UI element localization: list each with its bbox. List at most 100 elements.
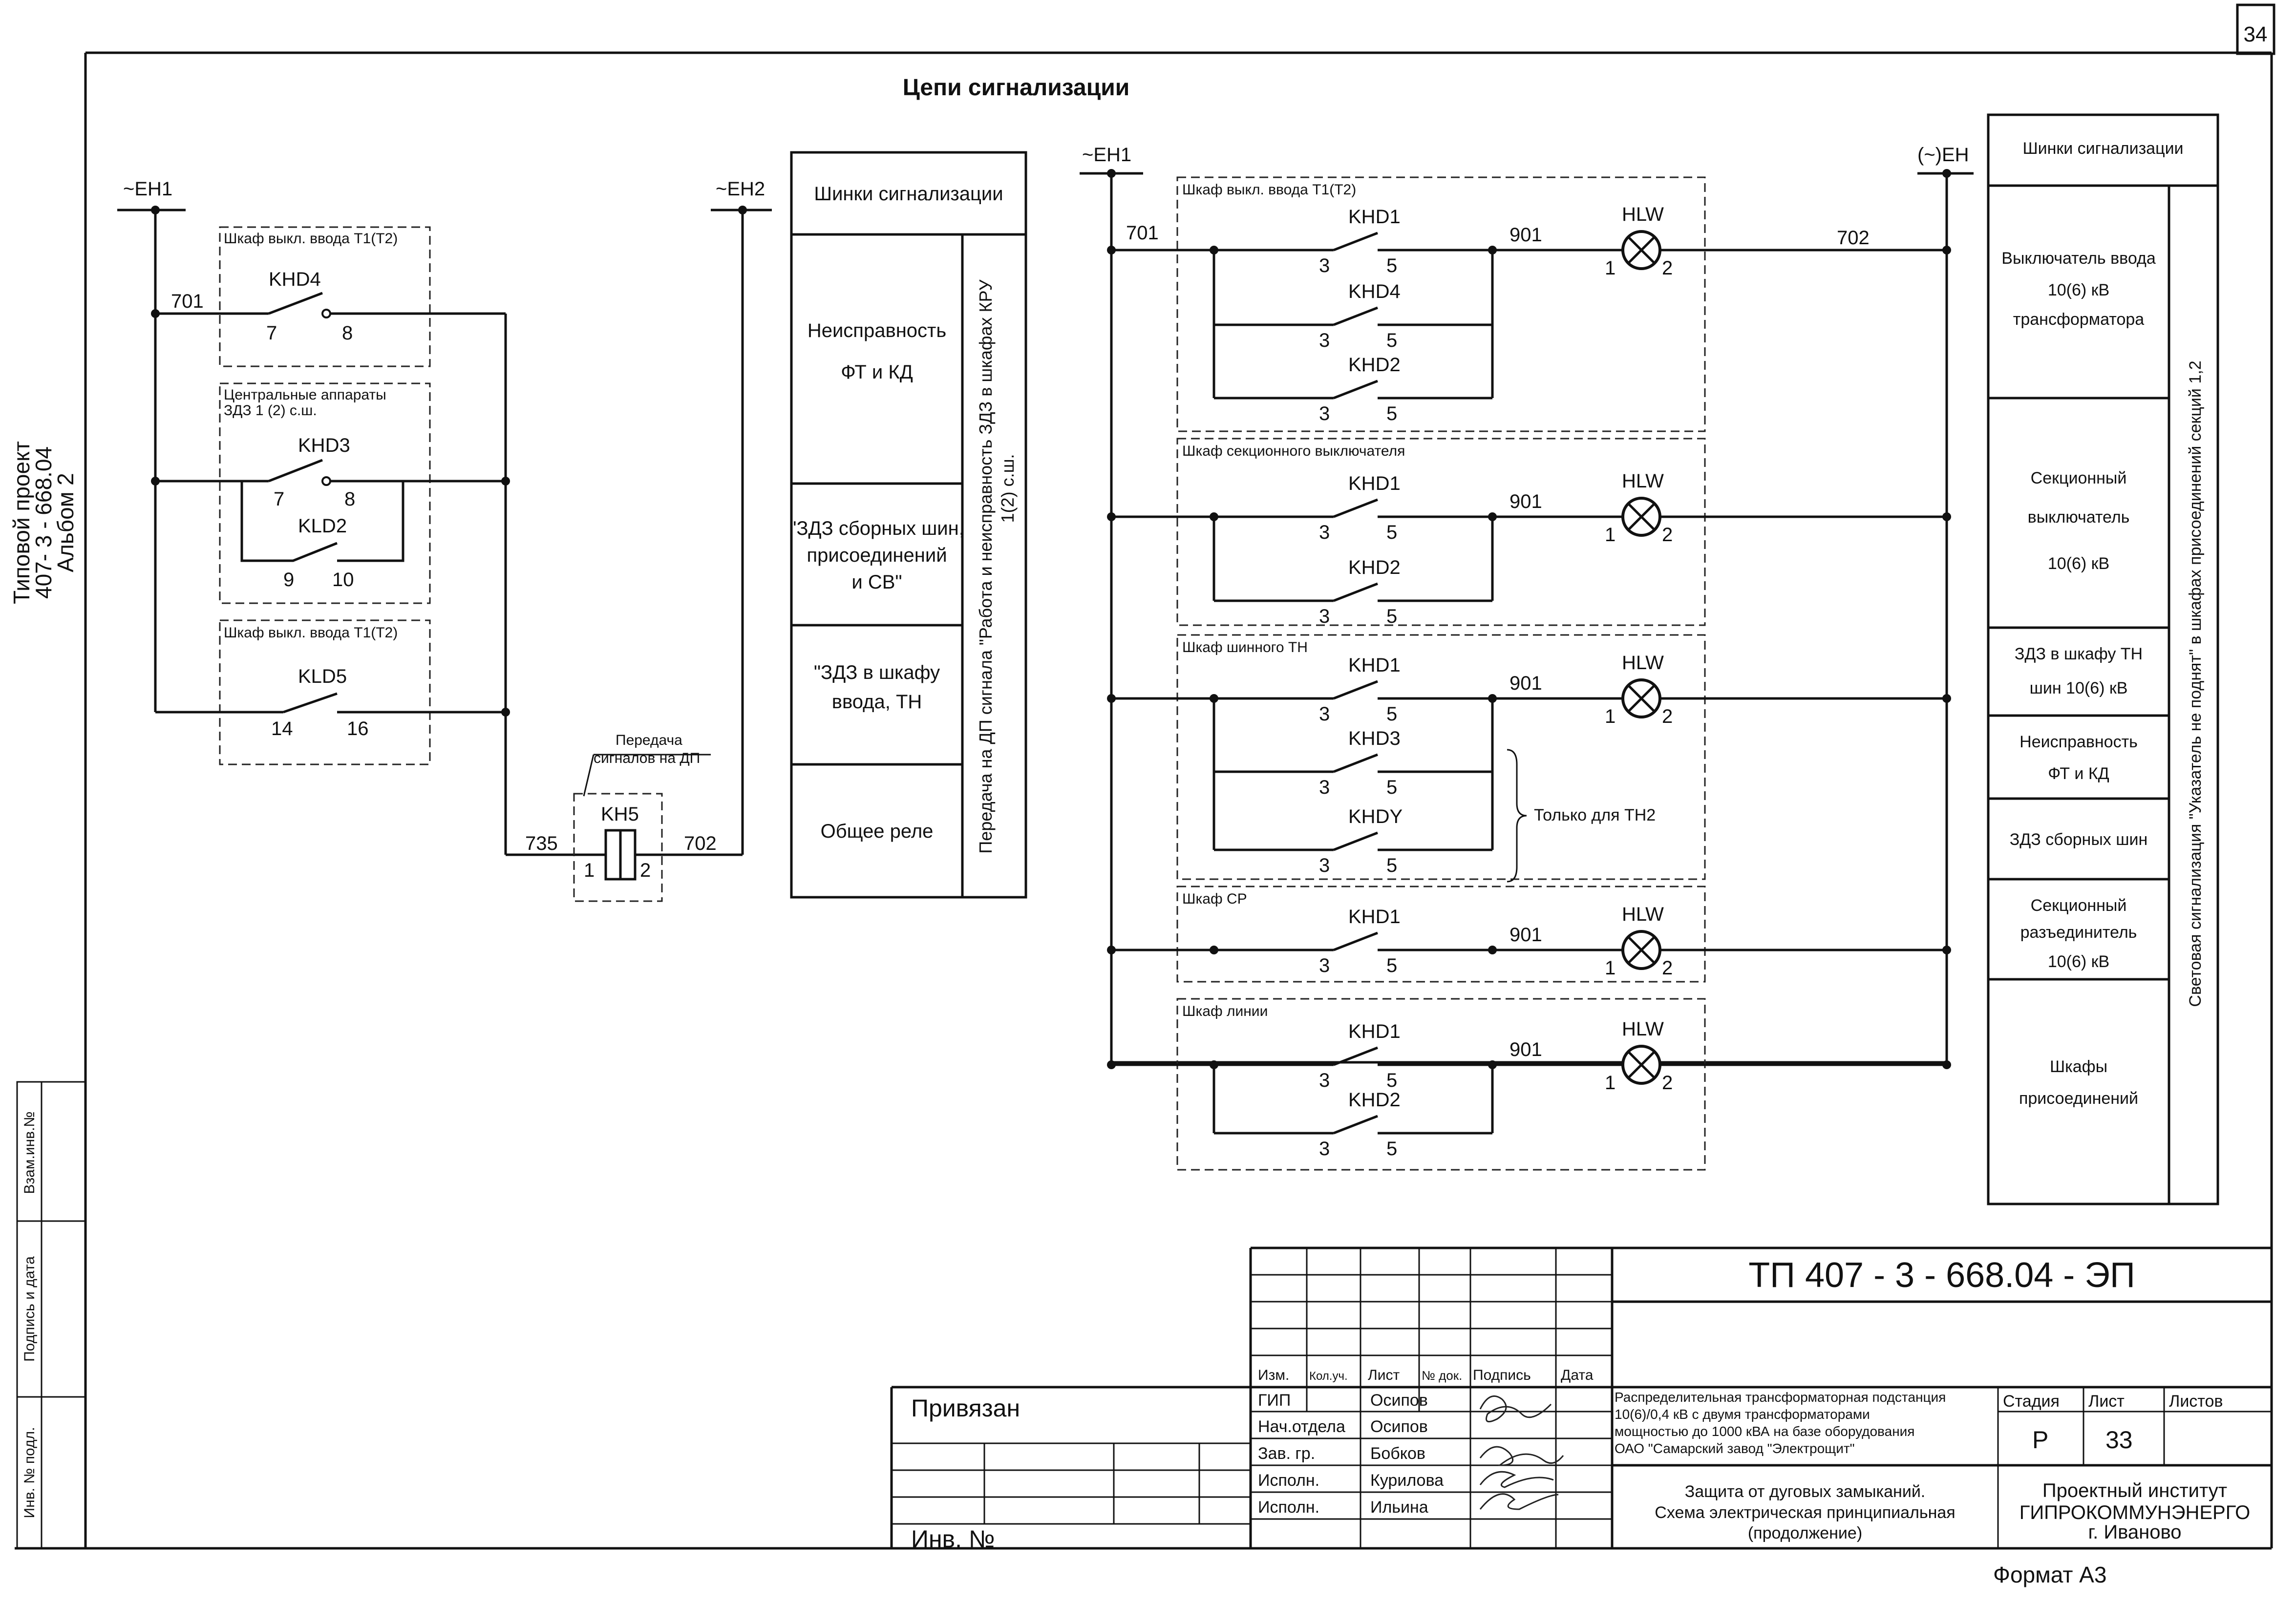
side-project-line2: 407- 3 - 668.04 [31,446,56,599]
right-wire-702: 702 [1837,227,1870,249]
stamp-inst3: г. Иваново [2088,1521,2181,1543]
left-bus2-label: ~ЕН2 [716,178,765,200]
left-box3-contact: KLD5 [298,666,347,687]
cabinet-box-title: Шкаф выкл. ввода Т1(Т2) [1182,182,1356,198]
contact-label: KHD2 [1348,1089,1401,1111]
left-box2 [219,382,431,604]
right-table-row1-l1: Выключатель ввода [2001,249,2156,268]
contact-pin5: 5 [1386,522,1397,543]
left-box2-c2p2: 10 [332,569,354,591]
contact-pin3: 3 [1319,703,1330,725]
left-box1-p1: 7 [266,322,277,344]
stamp-col-data: Дата [1561,1367,1594,1383]
relay-p1: 1 [584,860,595,881]
right-table-row6-l3: 10(6) кВ [2048,952,2109,971]
lamp-pin2: 2 [1662,706,1673,727]
left-box3-title: Шкаф выкл. ввода Т1(Т2) [224,625,398,641]
cabinet-box-title: Шкаф СР [1182,891,1247,907]
left-box2-c2p1: 9 [283,569,294,591]
contact-pin3: 3 [1319,606,1330,627]
right-circuit: ~ЕН1 (~)ЕН 701 702 [1080,144,1974,1064]
right-wire-701: 701 [1126,222,1159,244]
right-table-row2-l3: 10(6) кВ [2048,554,2109,573]
left-table-row2-l2: присоединений [807,545,947,566]
contact-pin3: 3 [1319,330,1330,351]
diagram-title: Цепи сигнализации [903,75,1130,101]
stamp-desc2: 10(6)/0,4 кВ с двумя трансформаторами [1615,1407,1870,1422]
left-box1 [219,226,431,367]
cabinet-box-title: Шкаф шинного ТН [1182,639,1308,655]
lamp-label: HLW [1622,904,1664,925]
lamp-pin1: 1 [1605,524,1616,546]
stamp-name-3: Курилова [1370,1471,1444,1490]
side-album: Альбом 2 [53,473,78,572]
stamp-name1: Защита от дуговых замыканий. [1685,1482,1926,1501]
contact-label: KHDY [1348,806,1403,827]
stamp-col-kolich: Кол.уч. [1309,1370,1348,1383]
relay-name: KH5 [601,803,639,825]
lamp-pin2: 2 [1662,1072,1673,1094]
right-table-row6-l2: разъединитель [2020,923,2137,942]
sheet-number: 34 [2244,22,2268,46]
left-bus1-label: ~ЕН1 [123,178,172,200]
left-box2-title2: ЗДЗ 1 (2) с.ш. [224,402,317,419]
contact-pin3: 3 [1319,777,1330,798]
right-table-row4-l1: Неисправность [2020,733,2138,751]
side-stamp: Взам.инв.№ Подпись и дата Инв. № подл. [16,1081,86,1549]
stamp-col-list: Лист [1368,1367,1400,1383]
left-table-row4-l1: Общее реле [821,821,934,842]
stamp-name2: Схема электрическая принципиальная [1655,1503,1955,1522]
stamp-desc3: мощностью до 1000 кВА на базе оборудован… [1615,1424,1914,1439]
side-project-line1: Типовой проект [9,441,34,604]
stamp-desc4: ОАО "Самарский завод "Электрощит" [1615,1441,1855,1456]
right-table-row7-l2: присоединений [2019,1089,2138,1108]
stamp-col-podpis: Подпись [1473,1367,1531,1383]
left-box2-c1p2: 8 [344,488,355,510]
left-box3 [219,619,431,765]
contact-pin5: 5 [1386,403,1397,424]
stamp-inv-no: Инв. № [911,1525,995,1553]
left-table-row1-l1: Неисправность [808,320,946,341]
left-wire-701: 701 [171,291,204,312]
contact-pin5: 5 [1386,777,1397,798]
right-bus1-label: ~ЕН1 [1082,144,1131,166]
left-wire-702: 702 [684,833,717,854]
right-table-row4-l2: ФТ и КД [2048,764,2109,783]
side-podpis-data: Подпись и дата [21,1256,38,1362]
stamp-inst2: ГИПРОКОММУНЭНЕРГО [2020,1502,2251,1523]
lamp-pin2: 2 [1662,524,1673,546]
contact-pin3: 3 [1319,403,1330,424]
left-box1-title: Шкаф выкл. ввода Т1(Т2) [224,231,398,247]
right-table-row3-l2: шин 10(6) кВ [2030,679,2128,697]
right-table-row7-l1: Шкафы [2050,1057,2107,1076]
sheet-frame [15,3,2275,1550]
contact-pin3: 3 [1319,255,1330,276]
relay-p2: 2 [640,860,651,881]
right-table-row6-l1: Секционный [2031,896,2127,915]
left-box3-p2: 16 [347,718,369,739]
right-table-row1-l3: трансформатора [2013,310,2145,329]
sheet-format: Формат А3 [1993,1562,2106,1587]
left-box1-p2: 8 [342,322,353,344]
contact-pin5: 5 [1386,606,1397,627]
left-table-row2-l3: и СВ" [851,571,902,593]
stamp-name-4: Ильина [1370,1498,1428,1517]
stamp-listov: Листов [2169,1392,2223,1411]
relay-note1: Передача [616,732,682,748]
wire-901: 901 [1509,491,1542,512]
left-box3-p1: 14 [271,718,293,739]
cabinet-box-title: Шкаф секционного выключателя [1182,443,1405,459]
left-table-vertical1: Передача на ДП сигнала "Работа и неиспра… [976,279,996,853]
stamp-col-izm: Изм. [1258,1367,1289,1383]
contact-pin5: 5 [1386,855,1397,876]
lamp-pin1: 1 [1605,957,1616,979]
contact-pin3: 3 [1319,955,1330,976]
contact-pin3: 3 [1319,855,1330,876]
contact-pin3: 3 [1319,522,1330,543]
wire-901: 901 [1509,673,1542,694]
contact-label: KHD3 [1348,728,1401,749]
